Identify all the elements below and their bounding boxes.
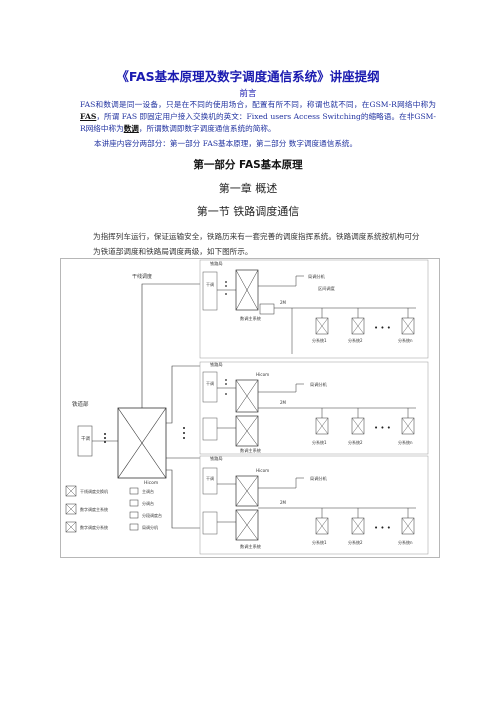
svg-text:干调: 干调	[206, 475, 214, 481]
svg-text:铁路局: 铁路局	[210, 361, 223, 368]
svg-text:分系统1: 分系统1	[312, 439, 327, 445]
svg-text:Hicom: Hicom	[256, 468, 269, 473]
chapter-heading: 第一章 概述	[218, 182, 278, 195]
svg-text:铁路局: 铁路局	[210, 455, 223, 462]
svg-text:局调分机: 局调分机	[310, 381, 328, 388]
ministry-hicom-label: Hicom	[144, 480, 158, 486]
svg-text:分系统n: 分系统n	[398, 337, 413, 343]
left-user-label: 干调	[81, 435, 90, 442]
svg-text:分系统2: 分系统2	[348, 337, 363, 343]
svg-text:分段调度台: 分段调度台	[142, 512, 162, 518]
preface-paragraph-1: FAS和数调是同一设备，只是在不同的使用场合，配置有所不同，称谓也就不同，在GS…	[80, 99, 436, 135]
svg-text:分系统2: 分系统2	[348, 439, 363, 445]
ministry-label: 铁道部	[72, 400, 89, 408]
svg-text:2M: 2M	[280, 500, 287, 505]
railway-dispatch-diagram: 铁道部 Hicom 干调 干线调度 铁路局 干调 数调主系统 局调分机 区间调度…	[60, 258, 440, 558]
preface-term-shudiao: 数调	[123, 124, 139, 133]
svg-text:分系统1: 分系统1	[312, 337, 327, 343]
svg-text:数字调度主系统: 数字调度主系统	[80, 506, 108, 512]
trunk-label: 干线调度	[132, 273, 152, 280]
preface-paragraph-2: 本讲座内容分两部分：第一部分 FAS基本原理，第二部分 数字调度通信系统。	[94, 139, 358, 148]
svg-text:干调: 干调	[206, 281, 214, 287]
bureau-block-2: 铁路局 Hicom 干调 数调主系统 局调分机 2M • • • 分系统1 分系…	[199, 361, 429, 455]
svg-text:分系统n: 分系统n	[398, 439, 413, 445]
preface-text-c: ，所谓数调即数字调度通信系统的简称。	[138, 124, 276, 133]
svg-text:分系统2: 分系统2	[348, 539, 363, 545]
svg-text:2M: 2M	[280, 400, 287, 405]
svg-text:局调分机: 局调分机	[310, 475, 328, 482]
preface-text-a: FAS和数调是同一设备，只是在不同的使用场合，配置有所不同，称谓也就不同，在GS…	[80, 100, 436, 109]
svg-text:局调分机: 局调分机	[142, 524, 158, 530]
preface-term-fas: FAS	[80, 112, 97, 121]
svg-text:干调: 干调	[206, 380, 214, 386]
svg-text:区间调度: 区间调度	[318, 285, 336, 292]
svg-text:• • •: • • •	[374, 524, 391, 532]
svg-text:分系统n: 分系统n	[398, 539, 413, 545]
ministry-switch	[117, 407, 167, 479]
svg-text:• • •: • • •	[374, 324, 391, 332]
body-paragraph: 为指挥列车运行，保证运输安全，铁路历来有一套完善的调度指挥系统。铁路调度系统按机…	[93, 232, 420, 256]
diagram-legend: 干线调度交换机 数字调度主系统 数字调度分系统 主调台 分调台 分段调度台 局调…	[65, 485, 162, 533]
svg-text:2M: 2M	[280, 300, 287, 305]
svg-text:• • •: • • •	[374, 424, 391, 432]
document-title: 《FAS基本原理及数字调度通信系统》讲座提纲	[116, 69, 380, 84]
svg-text:干线调度交换机: 干线调度交换机	[80, 488, 108, 494]
svg-text:分系统1: 分系统1	[312, 539, 327, 545]
svg-text:分调台: 分调台	[142, 500, 154, 506]
preface-heading: 前言	[239, 89, 257, 99]
svg-text:局调分机: 局调分机	[308, 273, 326, 280]
svg-text:主调台: 主调台	[142, 488, 154, 494]
svg-text:数调主系统: 数调主系统	[240, 315, 261, 322]
svg-text:数字调度分系统: 数字调度分系统	[80, 524, 108, 530]
svg-text:数调主系统: 数调主系统	[240, 543, 261, 550]
preface-text-b: ，所谓 FAS 即固定用户接入交换机的英文：Fixed users Access…	[80, 112, 436, 133]
bureau-block-1: 铁路局 干调 数调主系统 局调分机 区间调度 2M • • • 分系统1 分系统…	[199, 259, 429, 359]
bureau-block-3: 铁路局 Hicom 干调 数调主系统 局调分机 2M • • • 分系统1 分系…	[199, 455, 429, 555]
part-heading: 第一部分 FAS基本原理	[193, 159, 303, 171]
svg-text:铁路局: 铁路局	[210, 260, 223, 267]
svg-text:Hicom: Hicom	[256, 372, 269, 377]
svg-text:数调主系统: 数调主系统	[240, 447, 261, 454]
section-heading: 第一节 铁路调度通信	[196, 205, 300, 218]
